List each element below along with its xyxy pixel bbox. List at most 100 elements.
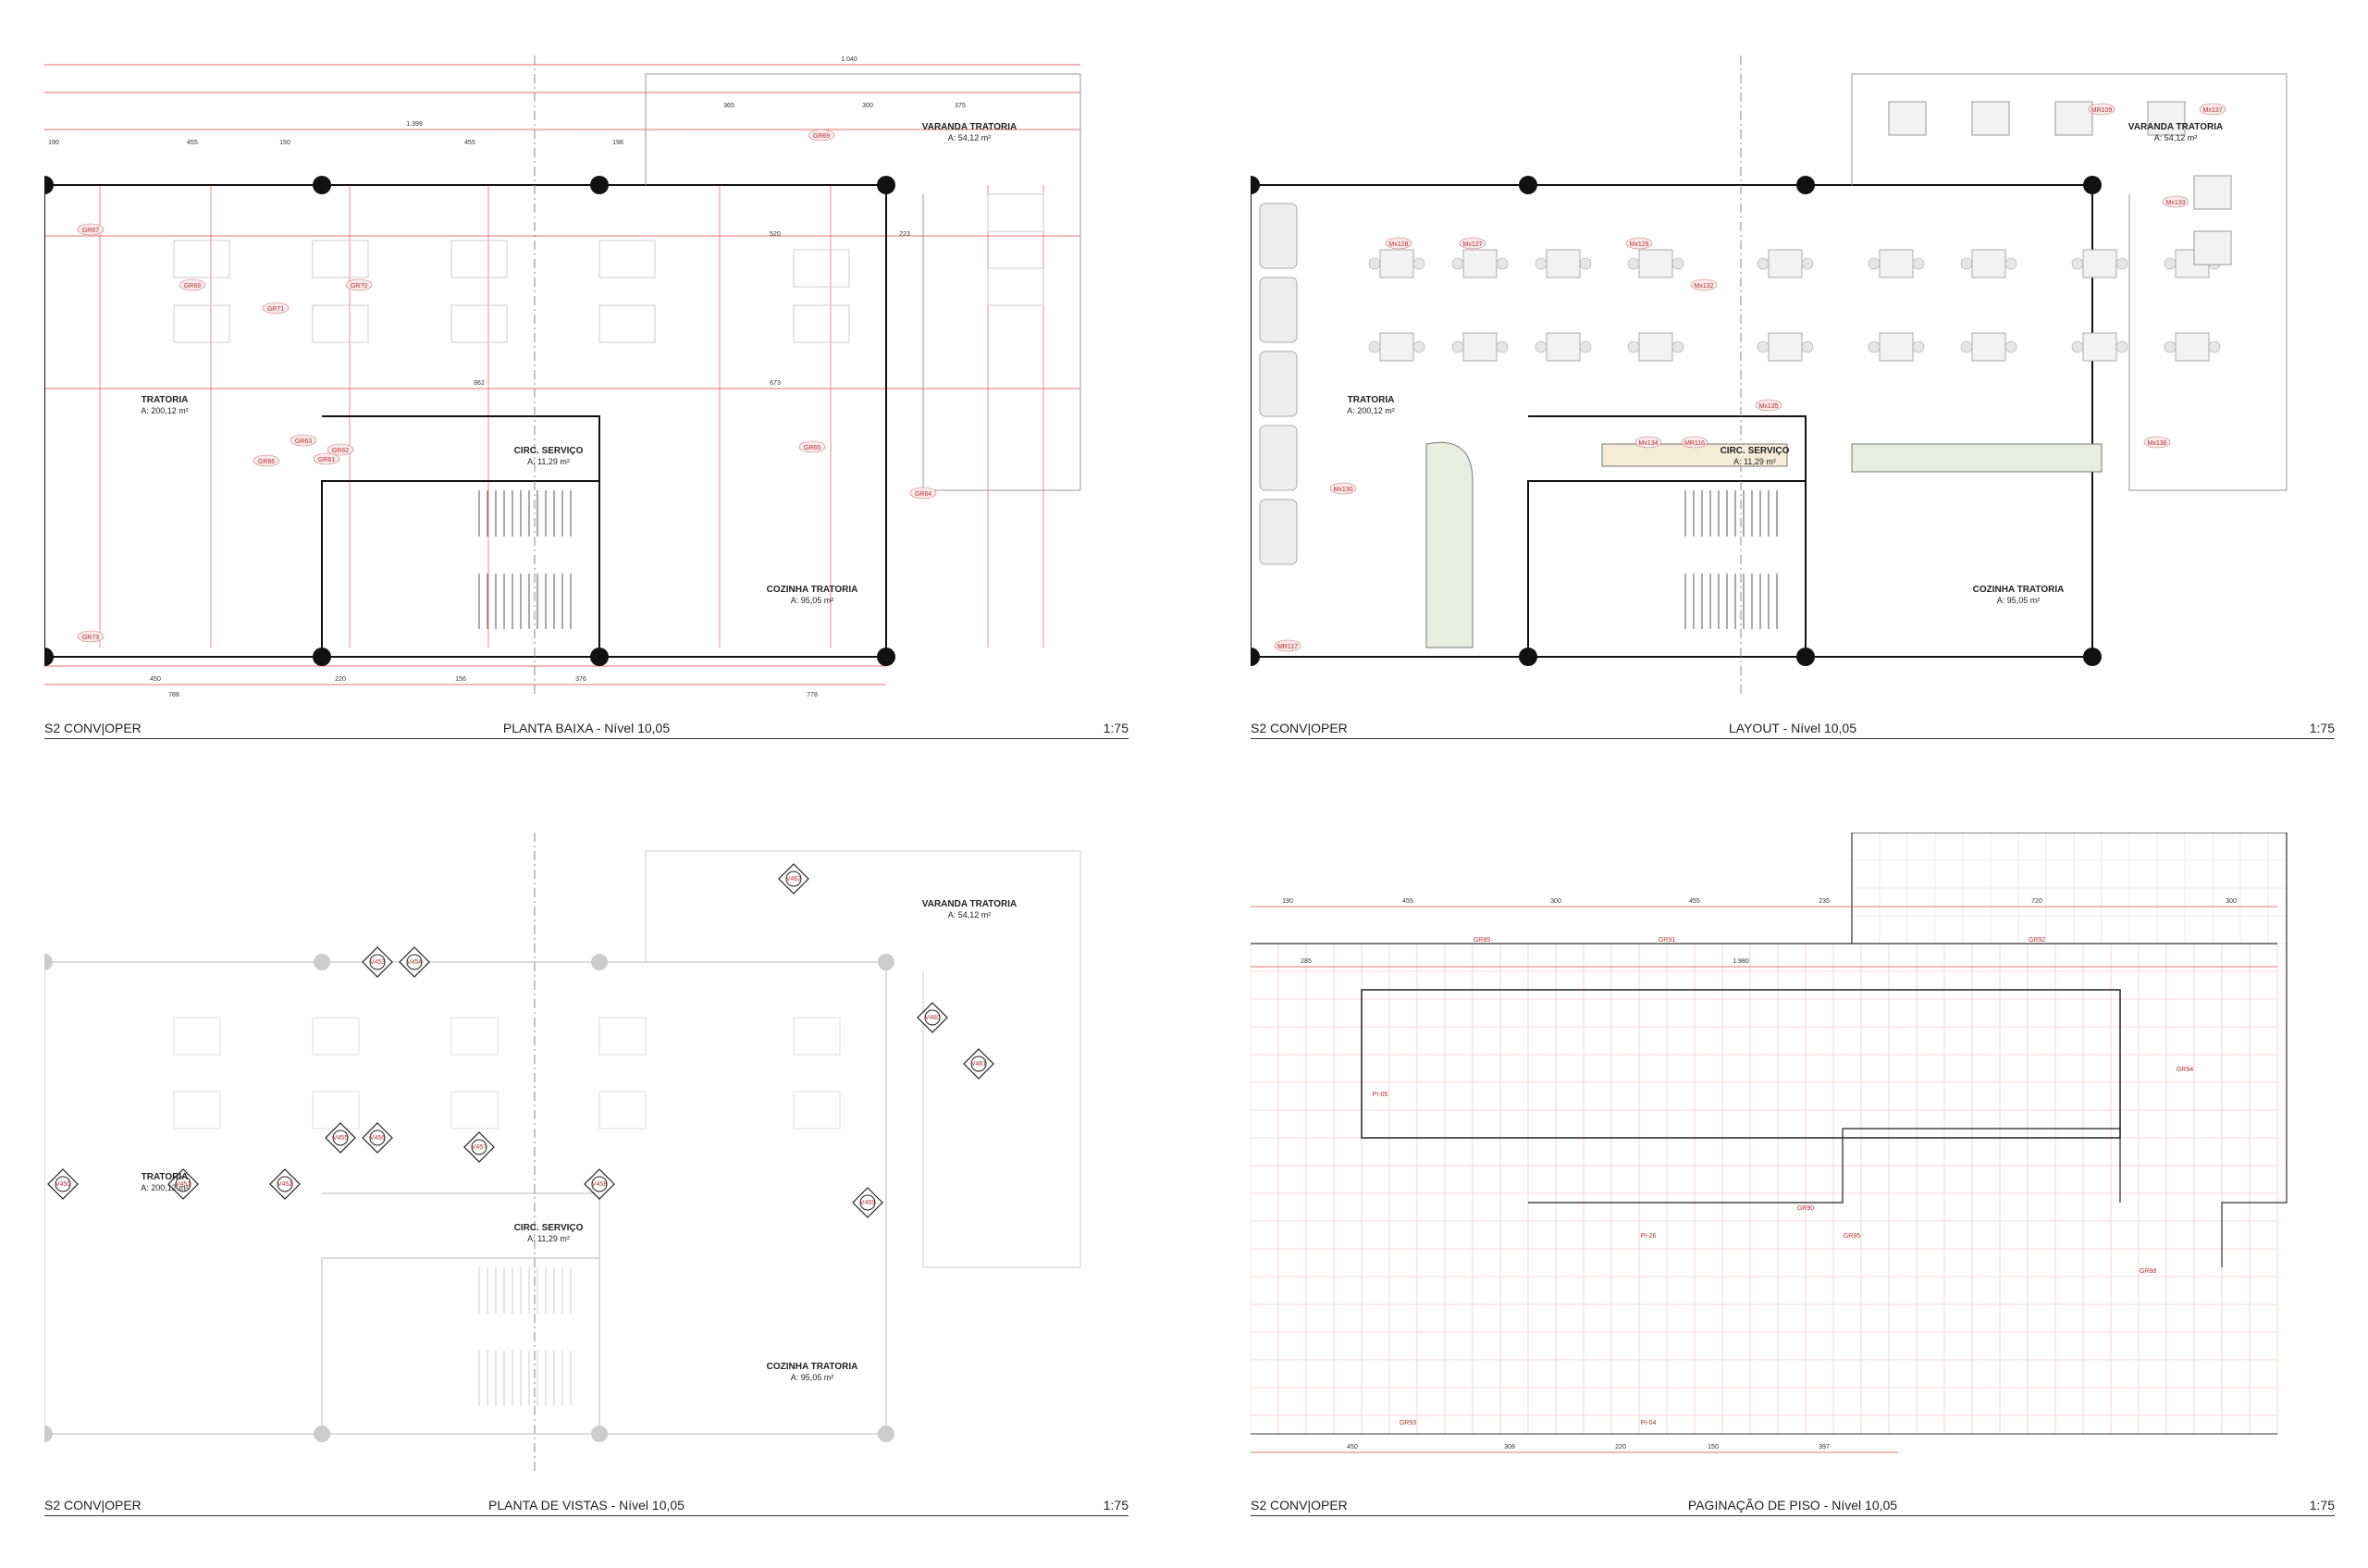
room-area: A: 200,12 m² <box>141 406 189 415</box>
table <box>1971 249 2006 278</box>
dimension-value: 1.399 <box>406 121 423 128</box>
dimension-value: 190 <box>1282 898 1293 905</box>
dimension-value: 220 <box>335 676 346 683</box>
room-area: A: 200,12 m² <box>1347 406 1395 415</box>
tag-label: Mx135 <box>1758 403 1778 410</box>
table <box>1379 332 1414 362</box>
room-name: CIRC. SERVIÇO <box>514 446 584 456</box>
dimension-value: 300 <box>1550 898 1561 905</box>
tag-bubble <box>1274 639 1301 652</box>
view-marker-circle <box>859 1194 876 1211</box>
tag-bubble <box>77 223 105 236</box>
circ-servico-walls <box>1527 480 1807 658</box>
carpet-area <box>1361 989 2121 1139</box>
dimension-value: 450 <box>1347 1444 1358 1451</box>
room-name: CIRC. SERVIÇO <box>514 1223 584 1233</box>
room-name: VARANDA TRATORIA <box>922 122 1017 132</box>
chair <box>1368 257 1381 270</box>
tag-bubble <box>77 630 105 643</box>
furniture-outline <box>450 1091 499 1130</box>
chair <box>1757 257 1770 270</box>
column <box>1519 176 1537 194</box>
dimension-value: 285 <box>1301 958 1312 965</box>
dimension-value: 150 <box>1708 1444 1719 1451</box>
service-counter <box>1851 443 2103 473</box>
furniture-outline <box>312 1017 360 1056</box>
chair <box>1671 340 1684 353</box>
chair <box>2164 340 2177 353</box>
dimension-value: 223 <box>899 231 910 238</box>
chair <box>2071 340 2084 353</box>
dimension-value: 788 <box>168 692 179 698</box>
chair <box>2115 340 2128 353</box>
furniture-outline <box>450 304 508 343</box>
furniture-outline <box>987 267 1044 306</box>
room-area: A: 54,12 m² <box>948 910 992 920</box>
tag-label: Mx137 <box>2202 107 2222 114</box>
room-area: A: 95,05 m² <box>791 1373 834 1382</box>
room-area: A: 200,12 m² <box>141 1183 189 1192</box>
furniture-outline <box>173 240 230 278</box>
furniture-outline <box>312 304 369 343</box>
circ-servico-walls <box>321 1257 600 1435</box>
furniture-outline <box>450 240 508 278</box>
dimension-value: 235 <box>1819 898 1830 905</box>
tag-bubble <box>1690 278 1718 291</box>
dimension-value: 455 <box>1402 898 1413 905</box>
furniture-outline <box>450 1017 499 1056</box>
column <box>44 648 54 666</box>
chair <box>2164 257 2177 270</box>
tag-bubble <box>313 452 340 465</box>
furniture-outline <box>598 1017 647 1056</box>
view-marker-label: V456 <box>370 1135 385 1142</box>
table <box>1462 249 1498 278</box>
room-name: TRATORIA <box>142 395 189 405</box>
tile-tag: GR89 <box>1474 937 1490 944</box>
sheet-title-bar: S2 CONV|OPER PLANTA BAIXA - Nível 10,05 … <box>44 714 1128 739</box>
varanda-table <box>2193 230 2232 265</box>
view-marker-circle <box>591 1176 608 1192</box>
sheet-scale: 1:75 <box>2309 1498 2335 1512</box>
chair <box>2004 340 2017 353</box>
dimension-value: 300 <box>862 103 873 109</box>
table <box>1768 332 1803 362</box>
column <box>314 954 330 970</box>
tag-bubble <box>290 434 317 447</box>
room-name: VARANDA TRATORIA <box>2128 122 2223 132</box>
tag-bubble <box>1681 436 1708 449</box>
room-area: A: 11,29 m² <box>1733 457 1776 466</box>
tag-bubble <box>2088 103 2115 116</box>
table <box>1462 332 1498 362</box>
tag-bubble <box>808 129 835 142</box>
view-marker-circle <box>924 1009 941 1026</box>
column <box>2083 176 2102 194</box>
tag-bubble <box>798 440 826 453</box>
varanda-table <box>1888 101 1927 136</box>
furniture-outline <box>793 1091 841 1130</box>
booth-seat <box>1259 351 1298 417</box>
tag-bubble <box>2162 195 2189 208</box>
view-marker-label: V461 <box>971 1061 986 1068</box>
tag-label: Mx130 <box>1333 487 1352 493</box>
chair <box>1451 257 1464 270</box>
tag-label: GR65 <box>804 445 820 451</box>
column <box>313 648 331 666</box>
tag-label: GR70 <box>351 283 367 290</box>
sheet-scale: 1:75 <box>1103 1498 1128 1512</box>
tile-tag: GR88 <box>2140 1268 2156 1275</box>
column <box>591 1426 608 1442</box>
room-name: TRATORIA <box>1348 395 1395 405</box>
view-marker-circle <box>970 1056 987 1072</box>
table <box>1546 249 1581 278</box>
tag-bubble <box>1625 237 1653 250</box>
sheet-title: PLANTA BAIXA - Nível 10,05 <box>502 721 671 735</box>
view-marker-label: V454 <box>407 959 422 966</box>
table <box>1638 249 1673 278</box>
view-marker-circle <box>277 1176 293 1192</box>
dimension-value: 220 <box>1615 1444 1626 1451</box>
view-marker-circle <box>369 954 386 970</box>
room-area: A: 95,05 m² <box>791 596 834 605</box>
column <box>1796 176 1815 194</box>
